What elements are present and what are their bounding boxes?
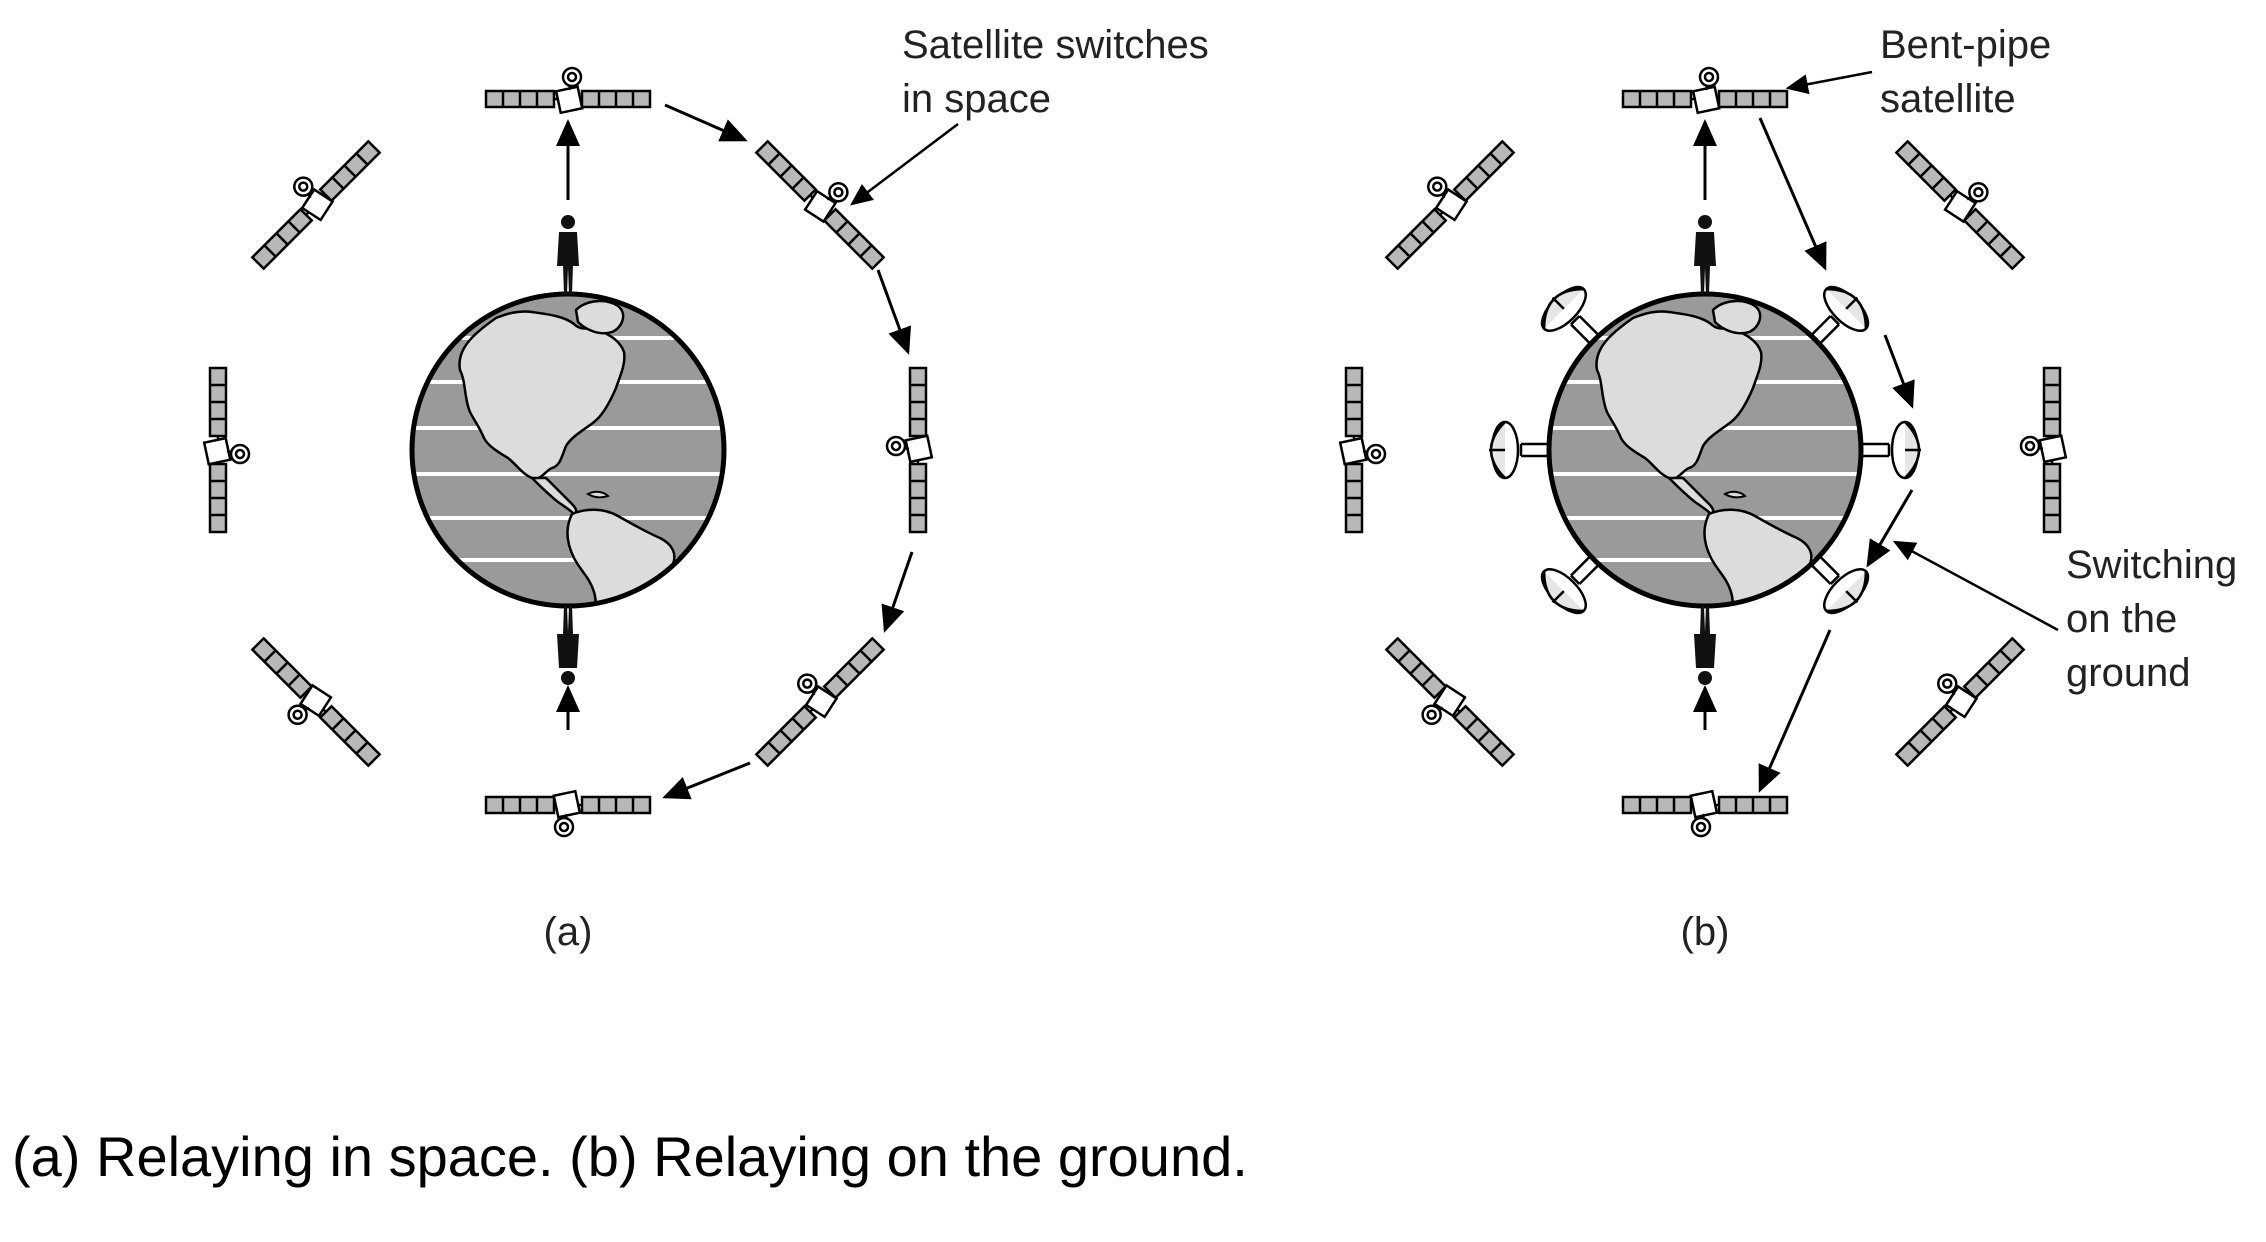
satellite-b-top-right	[1890, 123, 2042, 275]
dish-icon-left	[1487, 420, 1551, 480]
dish-icon-right	[1859, 420, 1923, 480]
satellite-b-top-left	[1368, 123, 1520, 275]
callout-text-b-top-line2: satellite	[1880, 77, 2016, 121]
panel-a: Satellite switches in space (a)	[202, 23, 1209, 954]
relay-arrow-a-3	[881, 551, 914, 633]
figure-caption: (a) Relaying in space. (b) Relaying on t…	[12, 1125, 1248, 1188]
callout-text-a-line2: in space	[902, 77, 1051, 121]
relay-arrow-b-3	[1866, 489, 1914, 568]
person-top-b	[1694, 215, 1716, 294]
satellite-a-left	[202, 366, 251, 534]
satellite-a-top	[484, 66, 652, 115]
panel-b: Bent-pipe satellite Switching on the gro…	[1338, 23, 2237, 954]
person-top-a	[557, 215, 579, 294]
satellite-b-right	[2019, 366, 2068, 534]
satellite-a-bottom-left	[234, 632, 386, 784]
person-bottom-b	[1694, 606, 1716, 685]
callout-line-b-top	[1785, 70, 1873, 95]
satellite-a-right	[885, 366, 934, 534]
relay-arrow-b-1	[1758, 117, 1827, 271]
satellite-a-top-right	[750, 123, 902, 275]
satellite-a-top-left	[234, 123, 386, 275]
callout-text-b-right-line3: ground	[2066, 651, 2191, 695]
relay-arrow-b-4	[1758, 629, 1832, 793]
satellite-a-bottom-right	[738, 620, 890, 772]
relay-arrow-b-2	[1883, 334, 1915, 409]
relay-arrow-a-4	[662, 761, 751, 800]
satellite-b-left	[1338, 366, 1387, 534]
satellite-b-bottom-right	[1878, 620, 2030, 772]
callout-line-a	[850, 123, 959, 206]
callout-line-b-right	[1892, 540, 2059, 632]
callout-text-b-right-line1: Switching	[2066, 543, 2237, 587]
person-bottom-a	[557, 606, 579, 685]
callout-text-b-right-line2: on the	[2066, 597, 2177, 641]
callout-text-a-line1: Satellite switches	[902, 23, 1209, 67]
satellite-a-bottom	[484, 789, 652, 838]
earth-globe-a	[409, 291, 727, 609]
panel-label-a: (a)	[544, 910, 593, 954]
relay-arrow-a-1	[664, 103, 748, 142]
satellite-b-bottom-left	[1368, 632, 1520, 784]
panel-label-b: (b)	[1681, 910, 1730, 954]
satellite-b-bottom	[1621, 789, 1789, 838]
relay-arrow-a-2	[876, 269, 912, 355]
satellite-b-top	[1621, 66, 1789, 115]
callout-text-b-top-line1: Bent-pipe	[1880, 23, 2051, 67]
